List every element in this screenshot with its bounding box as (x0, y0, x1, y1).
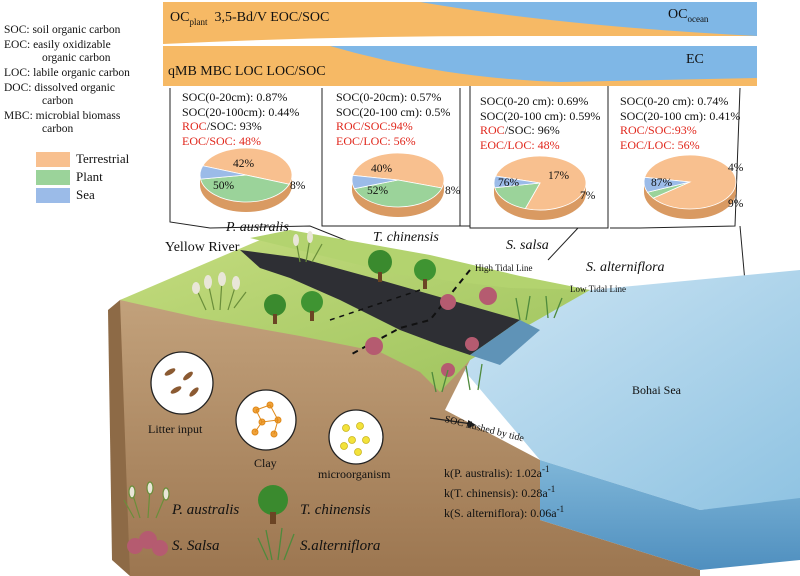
ocean-oc-bar (163, 2, 757, 36)
pie-slice-terrestrial (352, 152, 445, 189)
pie-label-sea: 8% (445, 185, 461, 197)
clay-circle (235, 389, 297, 451)
top-bar-label-left: OCplant 3,5-Bd/V EOC/SOC (170, 10, 330, 27)
pie-slice-sea (643, 176, 691, 193)
bohai-sea-label: Bohai Sea (632, 383, 681, 397)
litter-input-label: Litter input (148, 422, 203, 436)
tree-icon (258, 485, 288, 524)
pie-label-terrestrial: 52% (367, 185, 389, 197)
sea-depth (540, 460, 800, 570)
decay-constants: k(P. australis): 1.02a-1 k(T. chinensis)… (444, 464, 565, 520)
glossary-item: LOC: labile organic carbon (4, 67, 130, 79)
legend-label-s-salsa: S. Salsa (172, 538, 220, 554)
pie-label-plant: 40% (371, 163, 393, 175)
clay-label: Clay (254, 456, 277, 470)
tree-cluster (264, 250, 436, 324)
legend-label-s-alterniflora: S.alterniflora (300, 538, 381, 554)
pie-label-sea: 7% (580, 190, 596, 202)
low-tidal-line-label: Low Tidal Line (570, 284, 627, 294)
pie-label-sea: 8% (290, 180, 306, 192)
pie-slice-plant (494, 182, 541, 210)
legend-item-plant: Plant (36, 168, 129, 186)
ocean-ec-bar (330, 46, 757, 82)
site-stats-t-chinensis: SOC(0-20cm): 0.57%SOC(20-100 cm): 0.5% R… (336, 90, 451, 148)
site-stats-s-alterniflora: SOC(0-20 cm): 0.74%SOC(20-100 cm): 0.41%… (620, 94, 741, 152)
yellow-river-channel (240, 250, 520, 355)
shrub-cluster (365, 287, 497, 377)
pie-label-terrestrial: 76% (498, 177, 520, 189)
pie-label-plant: 4% (728, 162, 744, 174)
site-stats-p-australis: SOC(0-20cm): 0.87%SOC(20-100cm): 0.44% R… (182, 90, 300, 148)
river-mouth (470, 320, 540, 365)
site-name-s-alterniflora: S. alterniflora (586, 260, 665, 275)
soil-side (108, 300, 130, 576)
grass-cluster (431, 295, 563, 393)
pie-slice-sea (199, 165, 247, 180)
microorganism-label: microorganism (318, 467, 391, 481)
reed-icon (123, 481, 170, 519)
pie-label-plant: 17% (548, 170, 570, 182)
pie-slice-plant (200, 174, 290, 203)
shrub-icon (127, 531, 168, 556)
pie-slice-terrestrial (494, 155, 587, 211)
glossary-item: SOC: soil organic carbon (4, 24, 121, 36)
legend-label-t-chinensis: T. chinensis (300, 502, 371, 518)
clay-icon (251, 401, 282, 438)
bottom-bar-label-left: qMB MBC LOC LOC/SOC (168, 64, 326, 79)
microorganism-circle (328, 409, 384, 465)
reed-plumes (192, 231, 313, 294)
back-grass (250, 230, 590, 290)
site-panel-lines (169, 86, 746, 283)
site-stats-s-salsa: SOC(0-20 cm): 0.69%SOC(20-100 cm): 0.59%… (480, 94, 601, 152)
swatch-plant (36, 169, 70, 185)
legend-item-terrestrial: Terrestrial (36, 150, 129, 168)
swatch-sea (36, 187, 70, 203)
top-bar-label-right: OCocean (668, 7, 709, 24)
pie-label-terrestrial: 87% (651, 177, 673, 189)
bottom-bar-label-right: EC (686, 52, 704, 67)
site-name-s-salsa: S. salsa (506, 238, 549, 253)
pie-slice-terrestrial (644, 154, 737, 210)
abbreviation-glossary: SOC: soil organic carbon EOC: easily oxi… (4, 24, 164, 138)
legend-label-p-australis: P. australis (172, 502, 240, 518)
flush-arrowhead (468, 420, 476, 428)
pie-slice-sea (351, 174, 399, 190)
carbon-source-legend: Terrestrial Plant Sea (36, 150, 129, 204)
site-name-t-chinensis: T. chinensis (373, 230, 439, 245)
pie-slice-plant (353, 179, 443, 208)
legend-item-sea: Sea (36, 186, 129, 204)
site-name-p-australis: P. australis (226, 220, 289, 235)
swatch-terrestrial (36, 151, 70, 167)
yellow-river-label: Yellow River (165, 240, 240, 255)
pie-label-terrestrial: 50% (213, 180, 235, 192)
litter-icon (164, 368, 199, 397)
pie-label-sea: 9% (728, 198, 744, 210)
pie-slice-terrestrial (202, 147, 293, 185)
high-tidal-line-label: High Tidal Line (475, 263, 533, 273)
pie-slice-sea (493, 175, 541, 189)
pie-label-plant: 42% (233, 158, 255, 170)
flush-arrow (429, 417, 473, 425)
litter-input-circle (150, 351, 214, 415)
microorganism-icon (340, 422, 370, 456)
grass-icon (257, 527, 295, 561)
